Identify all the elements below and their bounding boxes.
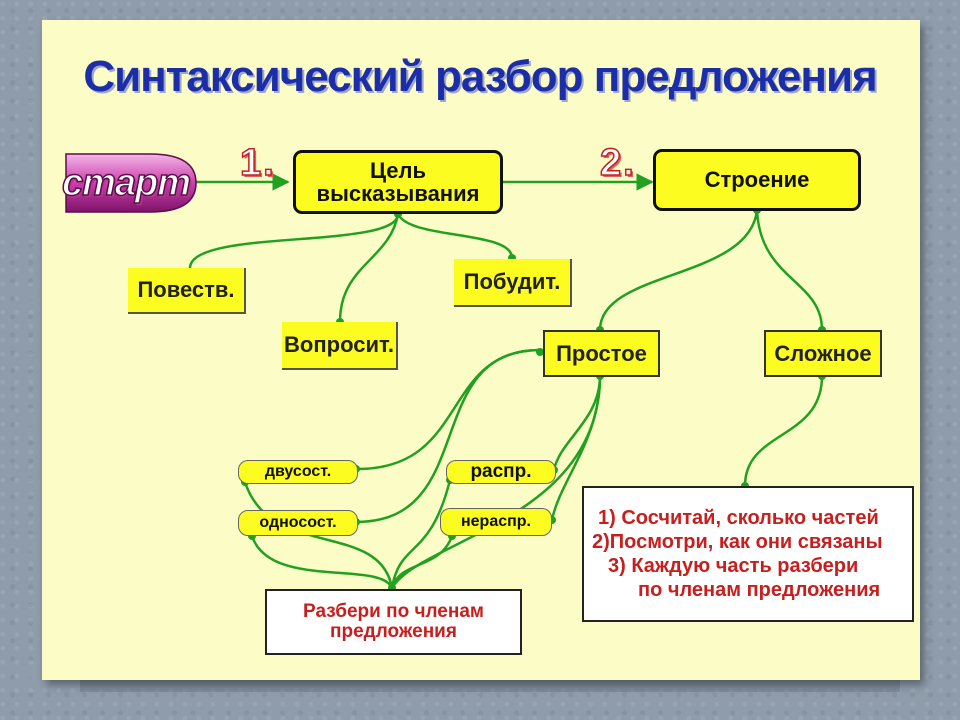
connector-goal-imperative — [396, 213, 514, 259]
complex-node: Сложное — [764, 330, 882, 377]
parse-members-line: Разбери по членам — [303, 601, 484, 623]
start-shape — [65, 153, 197, 213]
complex-steps-box: 1) Сосчитай, сколько частей 2)Посмотри, … — [582, 486, 914, 622]
one-part-node: односост. — [238, 510, 358, 536]
goal-node: Цель высказывания — [293, 150, 503, 214]
imperative-node: Побудит. — [454, 259, 572, 307]
step-number-2: 2. — [599, 141, 636, 185]
complex-step-line: 3) Каждую часть разбери — [608, 555, 859, 577]
structure-node: Строение — [653, 149, 861, 211]
complex-step-line: 1) Сосчитай, сколько частей — [598, 507, 879, 529]
connector-goal-narrative — [188, 213, 400, 269]
complex-step-line: 2)Посмотри, как они связаны — [592, 531, 883, 553]
parse-members-line: предложения — [330, 621, 457, 642]
simple-node: Простое — [543, 330, 660, 377]
parse-members-box: Разбери по членам предложения — [265, 589, 522, 655]
connector-one-part-parse — [250, 535, 394, 589]
two-part-node: двусост. — [238, 460, 358, 484]
start-label: старт — [61, 161, 192, 205]
slide-shadow — [80, 676, 900, 692]
step-number-1: 1. — [239, 141, 276, 185]
connector-complex-steps — [743, 375, 824, 487]
connector-structure-complex — [755, 209, 824, 331]
page-title: Синтаксический разбор предложения — [83, 52, 877, 101]
connector-dot — [536, 348, 544, 356]
non-extended-node: нераспр. — [440, 508, 552, 536]
connector-structure-simple — [598, 209, 759, 331]
connector-goal-interrogative — [338, 213, 400, 323]
connector-extended-parse — [390, 479, 452, 589]
interrogative-node: Вопросит. — [282, 322, 398, 370]
connector-two-part-parse — [243, 481, 394, 589]
extended-node: распр. — [446, 460, 556, 484]
connector-simple-one-part — [355, 348, 541, 524]
complex-step-line: по членам предложения — [638, 579, 881, 601]
narrative-node: Повеств. — [128, 268, 246, 314]
